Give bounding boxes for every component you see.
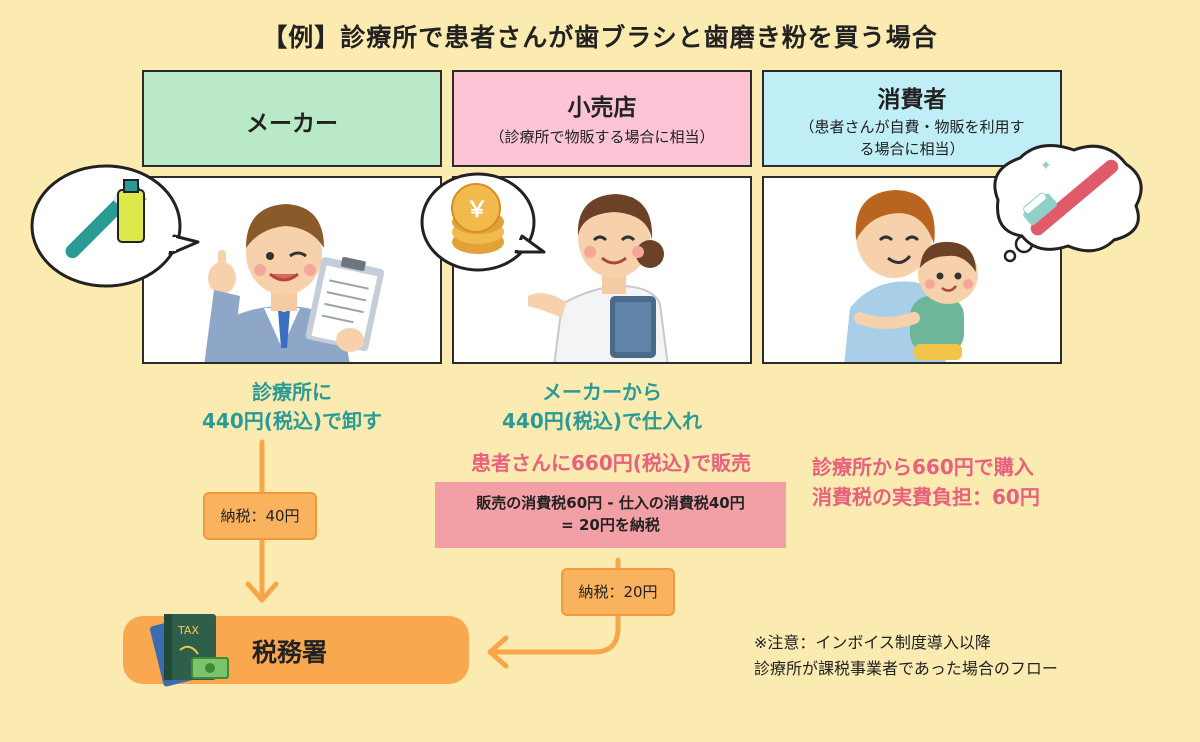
- parent-child-illustration: [844, 190, 978, 362]
- tax-calculation-line2: = 20円を納税: [561, 516, 660, 534]
- maker-sale-text: 診療所に 440円(税込)で卸す: [142, 378, 442, 436]
- businessman-illustration: [204, 204, 385, 362]
- maker-arrow-head: [245, 581, 279, 603]
- maker-sale-line2: 440円(税込)で卸す: [201, 409, 383, 433]
- retailer-tax-payment: 納税：20円: [561, 568, 675, 616]
- yen-coins-icon: [451, 183, 504, 254]
- tax-book-icon: TAX: [149, 614, 229, 687]
- retailer-header: 小売店 （診療所で物販する場合に相当）: [452, 70, 752, 167]
- svg-text:TAX: TAX: [177, 624, 199, 637]
- maker-tax-payment: 納税：40円: [203, 492, 317, 540]
- coins-speech-bubble: ￥: [418, 168, 558, 280]
- consumer-purchase-line2: 消費税の実費負担：60円: [812, 485, 1040, 509]
- consumer-subheading-2: る場合に相当）: [859, 140, 965, 158]
- retailer-purchase-text: メーカーから 440円(税込)で仕入れ: [452, 378, 752, 436]
- toothbrush-thought-bubble: ✦: [980, 140, 1150, 272]
- retailer-arrow-head: [487, 635, 509, 669]
- page-title: 【例】診療所で患者さんが歯ブラシと歯磨き粉を買う場合: [262, 23, 938, 52]
- consumer-header: 消費者 （患者さんが自費・物販を利用す る場合に相当）: [762, 70, 1062, 167]
- tax-office-label: 税務署: [252, 638, 328, 667]
- retailer-purchase-line2: 440円(税込)で仕入れ: [501, 409, 703, 433]
- footnote: ※注意：インボイス制度導入以降 診療所が課税事業者であった場合のフロー: [754, 630, 1174, 682]
- nurse-illustration: [528, 194, 669, 362]
- retailer-heading: 小売店: [567, 95, 637, 121]
- retailer-subheading: （診療所で物販する場合に相当）: [489, 128, 715, 146]
- consumer-heading: 消費者: [877, 87, 947, 113]
- yen-symbol: ￥: [465, 198, 488, 223]
- maker-sale-line1: 診療所に: [252, 380, 332, 404]
- retailer-arrow-line: [489, 557, 621, 655]
- product-speech-bubble: [28, 160, 200, 290]
- toothpaste-icon: [117, 179, 145, 243]
- consumer-purchase-text: 診療所から660円で購入 消費税の実費負担：60円: [812, 452, 1132, 512]
- svg-text:✦: ✦: [1040, 158, 1052, 174]
- maker-header: メーカー: [142, 70, 442, 167]
- maker-illustration-panel: [142, 176, 442, 364]
- consumer-purchase-line1: 診療所から660円で購入: [812, 455, 1034, 479]
- footnote-line2: 診療所が課税事業者であった場合のフロー: [754, 659, 1058, 678]
- tax-calculation-line1: 販売の消費税60円 - 仕入の消費税40円: [476, 494, 745, 512]
- consumer-subheading-1: （患者さんが自費・物販を利用す: [799, 118, 1025, 136]
- maker-heading: メーカー: [246, 111, 338, 137]
- tax-calculation-box: 販売の消費税60円 - 仕入の消費税40円 = 20円を納税: [435, 482, 786, 548]
- retailer-purchase-line1: メーカーから: [542, 380, 662, 404]
- retailer-sale-text: 患者さんに660円(税込)で販売: [470, 451, 752, 475]
- toothbrush-icon: [1023, 159, 1119, 236]
- footnote-line1: ※注意：インボイス制度導入以降: [754, 633, 991, 652]
